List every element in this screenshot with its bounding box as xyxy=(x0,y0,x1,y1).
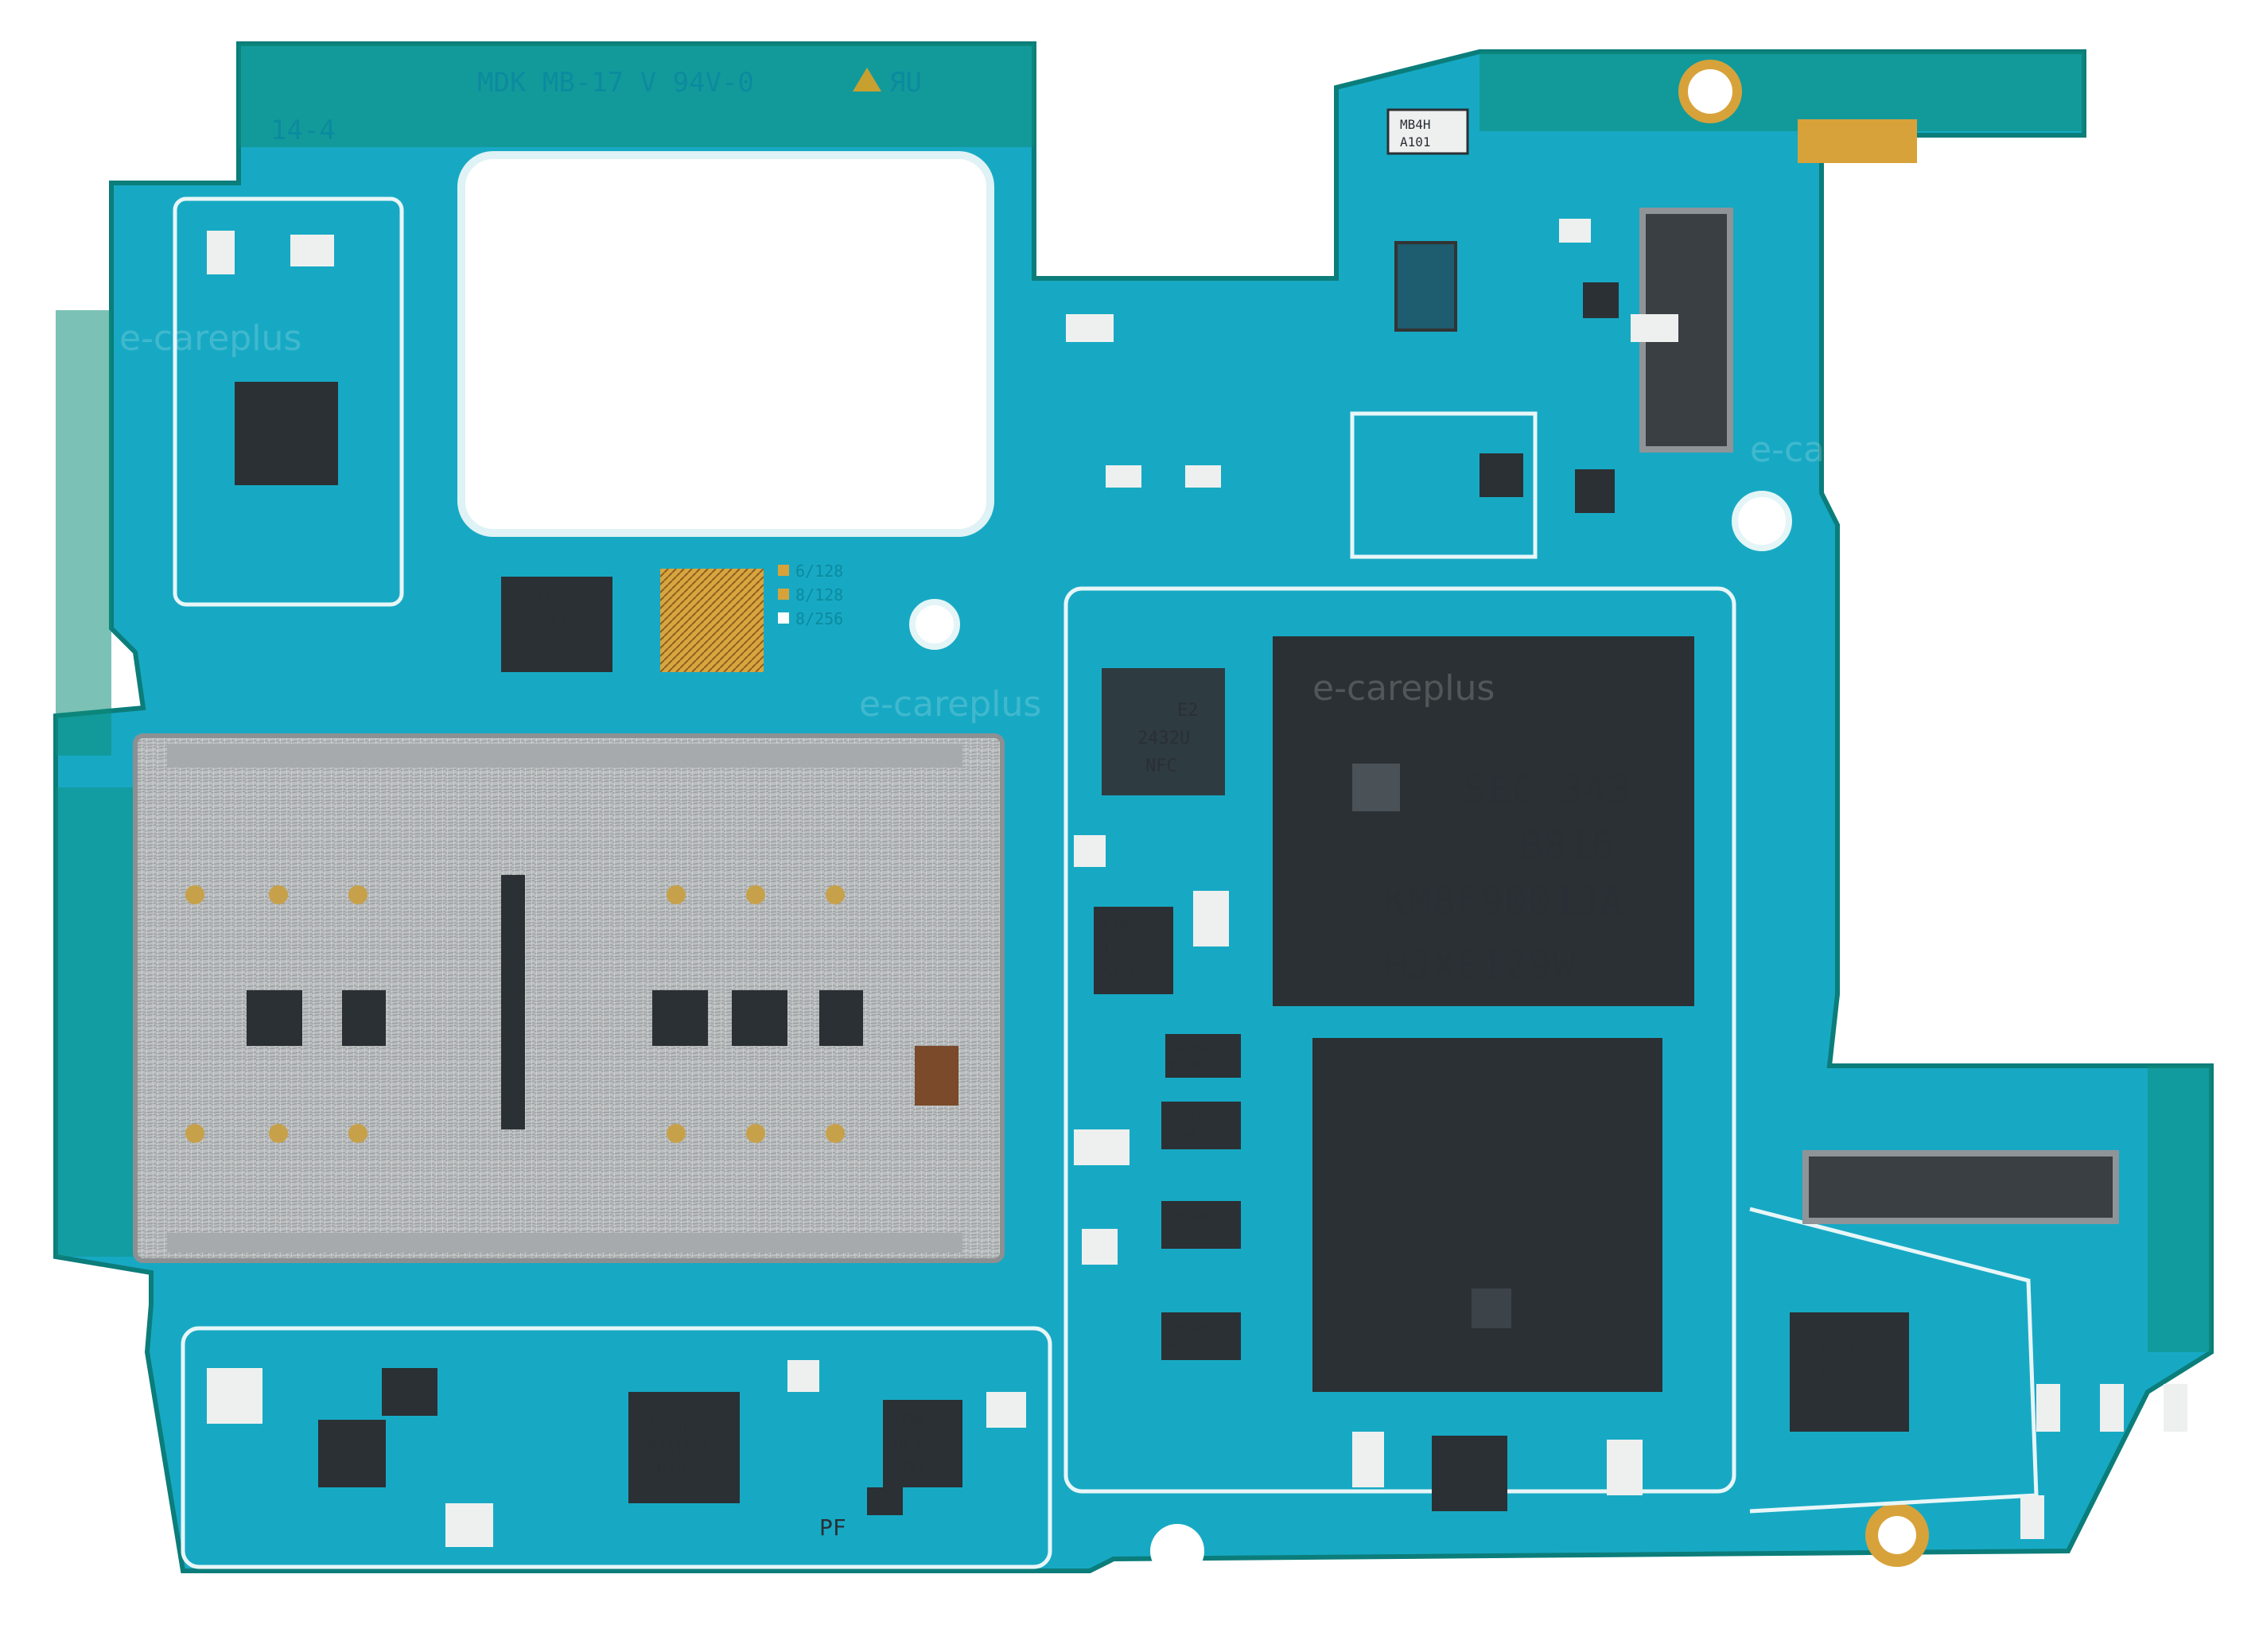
mosfet-ic-line1: A128AY xyxy=(1171,1040,1214,1055)
watermark: e-careplus xyxy=(1750,430,1932,470)
memory-chip-line2: B816 xyxy=(1519,822,1615,869)
pmic-ic-line2: 2432U xyxy=(1137,729,1190,748)
ul-logo-icon: ЯU xyxy=(889,67,922,99)
mount-hole xyxy=(1150,1524,1204,1578)
gm-ic-b xyxy=(1161,1201,1241,1249)
mount-hole xyxy=(909,599,960,650)
memory-option-1: 6/128 xyxy=(795,562,843,581)
smd-components xyxy=(207,219,2187,1547)
memory-option-3: 8/256 xyxy=(795,609,843,628)
memory-chip-line1: SEC 343 xyxy=(1464,767,1631,813)
gm-ic-a-line1: GM81050 xyxy=(1169,1112,1216,1125)
watermark: e-careplus xyxy=(859,684,1041,725)
ic-878b-bottom xyxy=(883,1400,962,1487)
shield-frame-bottomleft xyxy=(181,1326,1052,1569)
shield-frame-topleft xyxy=(173,196,404,607)
ic-878b-bottom-line1: 878B xyxy=(891,1411,925,1428)
gm-ic-b-line2: 0Y5R xyxy=(1169,1229,1196,1242)
gm-ic-c xyxy=(1161,1312,1241,1360)
option-box xyxy=(778,565,789,576)
qr-mark xyxy=(1352,764,1400,811)
gm-ic-b-line1: GM81050 xyxy=(1169,1211,1216,1224)
ic-mid-bottom xyxy=(1432,1436,1507,1511)
edge-band-right xyxy=(1480,52,2084,131)
watermark: e-careplus xyxy=(1312,668,1495,709)
sim-switch xyxy=(915,1046,958,1106)
ic-878b-bottom-line2: 10 07 xyxy=(891,1435,934,1452)
gold-contact xyxy=(1798,119,1917,163)
mosfet-ic-line2: BA_B xyxy=(1171,1058,1200,1072)
qfn-ic-line3: 230B xyxy=(517,632,551,648)
ic-878b-top-line3: 3451 xyxy=(1102,966,1136,982)
edge-band-top xyxy=(239,44,1034,147)
gm-ic-a-line2: 0Y5R xyxy=(1169,1129,1196,1142)
qfn-ic-topleft xyxy=(501,577,612,672)
silkscreen-date-code: 14-4 xyxy=(270,115,336,146)
qfn-ic-line2: AJ8AE1 xyxy=(517,612,569,628)
sensor-ic-line1: MB4H xyxy=(1400,117,1431,132)
sim-tray-rail xyxy=(167,1233,962,1253)
ic-878b-top-line2: 10 07 xyxy=(1102,942,1145,958)
option-box xyxy=(778,612,789,624)
sensor-ic xyxy=(1386,108,1469,155)
ic-bottom-left xyxy=(318,1420,386,1487)
pmic-ic-small xyxy=(1102,668,1225,795)
smd-components-dark xyxy=(382,282,1619,1515)
camera-module-ic xyxy=(1394,241,1457,332)
audio-codec-line3: GN31C xyxy=(648,1459,691,1475)
ic-topleft-large xyxy=(235,382,338,485)
bottom-right-ic-line2: 60NU33 xyxy=(1822,1364,1870,1380)
ic-878b-top xyxy=(1094,907,1173,994)
bottom-right-ic-line1: N23422 xyxy=(1822,1340,1870,1356)
gm-ic-c-line2: 0Y5R xyxy=(1169,1340,1196,1353)
memory-chip-line4: HJXE129W xyxy=(1384,942,1577,988)
bottom-right-ic xyxy=(1790,1312,1909,1432)
gold-rf-patch xyxy=(660,569,764,672)
gm-ic-c-line1: GM81050 xyxy=(1169,1323,1216,1335)
pmic-ic-line1: E2 xyxy=(1177,701,1199,721)
mount-hole xyxy=(1688,69,1732,114)
shield-frame-center xyxy=(1063,586,1736,1494)
sim-pads xyxy=(247,990,863,1046)
option-box xyxy=(778,589,789,600)
bottom-right-ic-line3: 52MF381A xyxy=(1822,1388,1887,1404)
memory-chip-upper xyxy=(1273,636,1694,1006)
memory-chip-lower xyxy=(1312,1038,1662,1392)
sim-tray-rail xyxy=(167,744,962,768)
watermark: e-careplus xyxy=(119,318,301,359)
memory-chip-line3: KM8F9001JA xyxy=(1384,878,1623,924)
camera-cutout xyxy=(457,151,994,537)
gm-ic-a xyxy=(1161,1102,1241,1149)
trace-outline xyxy=(1749,1207,2039,1514)
audio-codec-ic xyxy=(628,1392,740,1503)
qfn-ic-line1: J423P xyxy=(517,592,560,608)
warning-triangle-icon xyxy=(853,68,881,91)
sim-contacts xyxy=(185,885,845,1143)
sensor-ic-line2: A101 xyxy=(1400,134,1431,150)
qr-mark xyxy=(1472,1289,1511,1328)
mosfet-ic xyxy=(1165,1034,1241,1078)
ic-878b-top-line1: 878B xyxy=(1102,918,1136,935)
audio-codec-line2: M8A1SK1 xyxy=(648,1439,709,1456)
pf-label: PF xyxy=(819,1514,846,1541)
edge-band-bottom-right xyxy=(2148,1066,2211,1352)
pmic-ic-line3: NFC xyxy=(1145,756,1177,776)
mount-hole xyxy=(1732,491,1792,551)
audio-codec-line1: ALC5665 xyxy=(648,1419,709,1436)
silkscreen-top-marking: MDK MB-17 V 94V-0 xyxy=(477,67,754,99)
memory-option-2: 8/128 xyxy=(795,585,843,604)
ic-878b-bottom-line3: 3451 xyxy=(891,1459,925,1475)
mount-hole xyxy=(1878,1516,1916,1554)
sim-center-strip xyxy=(501,875,525,1129)
trace-outline xyxy=(1350,411,1538,559)
edge-band-left xyxy=(56,310,111,756)
connector-right xyxy=(1802,1150,2119,1224)
